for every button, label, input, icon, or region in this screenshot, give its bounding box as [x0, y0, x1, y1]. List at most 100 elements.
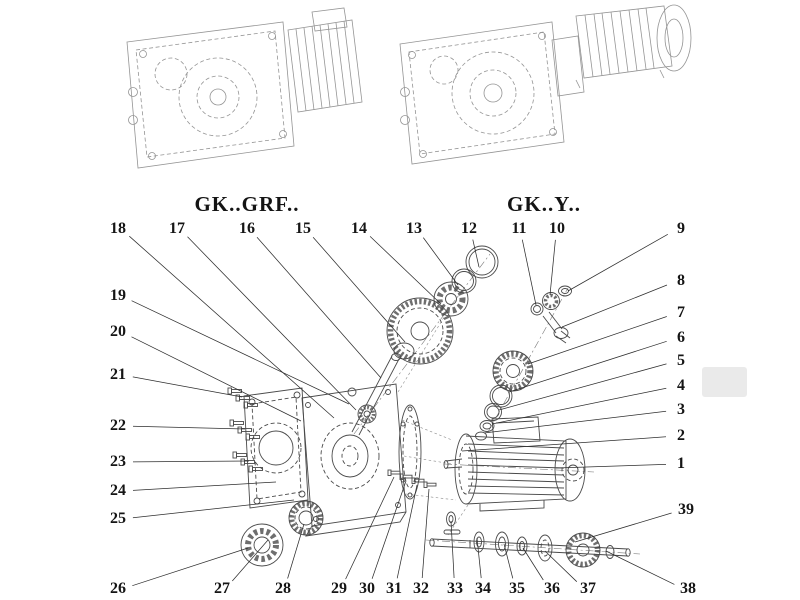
- leader-line-18: [129, 235, 335, 419]
- callout-29: 29: [331, 580, 347, 597]
- leader-line-38: [605, 550, 675, 585]
- callout-20: 20: [110, 323, 126, 340]
- leader-line-25: [132, 499, 295, 519]
- callout-27: 27: [214, 580, 230, 597]
- callout-34: 34: [475, 580, 491, 597]
- exploded-view: [227, 245, 641, 568]
- mounting-flange-plate: [243, 387, 309, 509]
- callout-28: 28: [275, 580, 291, 597]
- callout-22: 22: [110, 417, 126, 434]
- callout-10: 10: [549, 220, 565, 237]
- leader-line-33: [450, 520, 455, 579]
- callout-25: 25: [110, 510, 126, 527]
- callout-38: 38: [680, 580, 696, 597]
- leader-line-32: [421, 488, 430, 579]
- leader-line-22: [132, 425, 246, 430]
- motor: [443, 416, 586, 512]
- leader-line-19: [131, 300, 350, 405]
- gearbox-y-drawing: [399, 4, 692, 165]
- input-shaft: [351, 353, 401, 436]
- leader-line-5: [498, 363, 667, 411]
- callout-3: 3: [677, 401, 685, 418]
- leader-line-27: [232, 539, 269, 582]
- callout-24: 24: [110, 482, 126, 499]
- leader-line-15: [312, 236, 406, 343]
- callout-1: 1: [677, 455, 685, 472]
- gear-housing: [301, 383, 422, 537]
- callout-7: 7: [677, 304, 685, 321]
- callout-11: 11: [511, 220, 527, 237]
- leader-line-26: [132, 547, 249, 587]
- leader-line-4: [491, 387, 667, 425]
- callout-8: 8: [677, 272, 685, 289]
- leader-line-36: [522, 547, 544, 581]
- callout-35: 35: [509, 580, 525, 597]
- leader-line-14: [369, 236, 442, 305]
- leader-line-16: [256, 236, 382, 379]
- leader-line-37: [544, 550, 578, 582]
- callout-4: 4: [677, 377, 685, 394]
- leader-line-13: [422, 237, 459, 286]
- callout-19: 19: [110, 287, 126, 304]
- callout-6: 6: [677, 329, 685, 346]
- callout-17: 17: [169, 220, 185, 237]
- watermark-smudge: [702, 367, 747, 397]
- callout-5: 5: [677, 352, 685, 369]
- model-label-grf: GK..GRF..: [194, 192, 300, 216]
- leader-line-35: [503, 543, 514, 579]
- leader-line-34: [476, 537, 482, 579]
- retaining-ring: [451, 268, 477, 294]
- upper-bearing: [433, 281, 469, 317]
- callout-15: 15: [295, 220, 311, 237]
- callout-26: 26: [110, 580, 126, 597]
- leader-line-12: [472, 239, 480, 268]
- leader-line-11: [521, 239, 537, 306]
- flange-bolts: [227, 387, 263, 473]
- projection-lines: [397, 313, 469, 536]
- leader-line-39: [574, 512, 672, 543]
- leader-line-7: [527, 316, 667, 365]
- output-gear: [288, 500, 324, 536]
- callout-13: 13: [406, 220, 422, 237]
- leader-line-2: [461, 436, 667, 452]
- callout-36: 36: [544, 580, 560, 597]
- callout-14: 14: [351, 220, 367, 237]
- leader-line-17: [187, 236, 357, 411]
- model-label-y: GK..Y..: [507, 192, 581, 216]
- leader-line-8: [561, 284, 668, 328]
- callout-32: 32: [413, 580, 429, 597]
- output-bearing: [240, 523, 284, 567]
- leader-line-23: [132, 460, 250, 463]
- leader-line-10: [549, 239, 556, 296]
- leader-line-9: [567, 233, 668, 292]
- callout-16: 16: [239, 220, 255, 237]
- leader-line-1: [555, 464, 667, 469]
- callout-12: 12: [461, 220, 477, 237]
- callout-21: 21: [110, 366, 126, 383]
- leader-line-29: [345, 476, 395, 580]
- large-helical-gear: [386, 297, 454, 365]
- callout-31: 31: [386, 580, 402, 597]
- leader-line-6: [508, 340, 667, 393]
- output-shaft-assembly: [429, 529, 631, 568]
- spacer-rings: [475, 384, 513, 441]
- leader-line-3: [483, 410, 667, 434]
- callout-2: 2: [677, 427, 685, 444]
- callout-9: 9: [677, 220, 685, 237]
- callout-23: 23: [110, 453, 126, 470]
- gearbox-grf-drawing: [126, 7, 363, 169]
- bevel-gear: [492, 350, 534, 392]
- leader-line-20: [131, 336, 302, 422]
- snap-ring: [465, 245, 499, 279]
- leader-line-21: [132, 376, 243, 398]
- callout-37: 37: [580, 580, 596, 597]
- callout-30: 30: [359, 580, 375, 597]
- leader-line-31: [396, 484, 418, 579]
- callout-39: 39: [678, 501, 694, 518]
- leader-line-28: [287, 523, 305, 579]
- bevel-pinion-set: [530, 285, 572, 344]
- leader-lines: [129, 233, 675, 587]
- callout-18: 18: [110, 220, 126, 237]
